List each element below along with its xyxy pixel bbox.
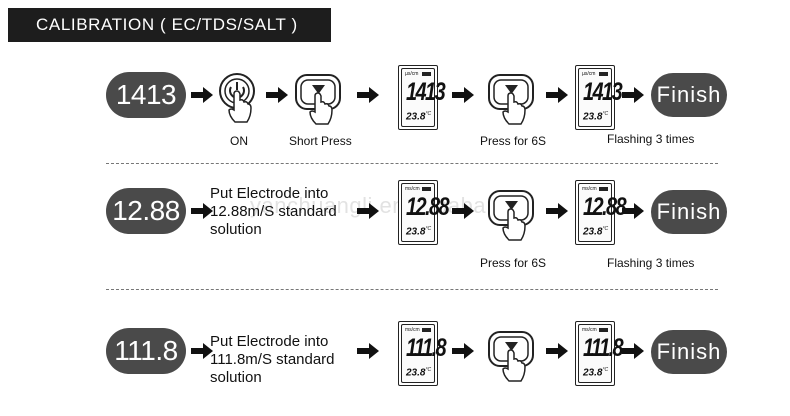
instruction-text: Put Electrode into 111.8m/S standard sol… [210,333,335,386]
arrow-icon [266,87,288,103]
lcd-screen: ms/cm 12.88 23.8°C [578,183,627,242]
unit-label: µs/cm [405,71,419,77]
arrow-icon [357,343,379,359]
temperature-reading: 23.8°C [583,366,609,378]
lcd-screen: µs/cm 1413 23.8°C [401,68,446,127]
battery-icon [599,328,608,332]
unit-label: ms/cm [582,327,597,333]
arrow-icon [191,87,213,103]
caption-short-press: Short Press [289,134,352,148]
arrow-icon [622,343,644,359]
lcd-reading: 12.88 [406,193,450,221]
lcd-meter: µs/cm 1413 23.8°C [575,65,623,130]
arrow-icon [452,343,474,359]
unit-label: ms/cm [405,186,420,192]
unit-label: ms/cm [582,186,597,192]
page-title: CALIBRATION ( EC/TDS/SALT ) [8,8,331,42]
menu-button-press [487,72,537,130]
battery-icon [599,72,608,76]
lcd-reading: 12.88 [583,193,627,221]
arrow-icon [622,87,644,103]
lcd-screen: ms/cm 111.8 23.8°C [401,324,447,383]
value-badge-1413: 1413 [106,72,186,118]
power-button-press [217,72,259,130]
lcd-meter: ms/cm 111.8 23.8°C [575,321,624,386]
unit-label: µs/cm [582,71,596,77]
divider [106,163,718,164]
menu-button-press [487,329,537,387]
lcd-screen: ms/cm 12.88 23.8°C [401,183,450,242]
instruction-text: Put Electrode into 12.88m/S standard sol… [210,185,337,238]
lcd-meter: ms/cm 111.8 23.8°C [398,321,447,386]
arrow-icon [357,203,379,219]
caption-on: ON [230,134,248,148]
lcd-reading: 1413 [406,78,446,106]
lcd-meter: ms/cm 12.88 23.8°C [398,180,450,245]
arrow-icon [191,203,213,219]
arrow-icon [546,343,568,359]
battery-icon [422,328,431,332]
arrow-icon [452,87,474,103]
finish-badge: Finish [651,330,727,374]
lcd-screen: µs/cm 1413 23.8°C [578,68,623,127]
temperature-reading: 23.8°C [406,110,432,122]
caption-press-6s: Press for 6S [480,134,547,148]
lcd-reading: 1413 [583,78,623,106]
unit-label: ms/cm [405,327,420,333]
caption-press-6s: Press for 6S [480,256,547,270]
arrow-icon [452,203,474,219]
lcd-reading: 111.8 [406,334,447,362]
caption-flashing: Flashing 3 times [607,132,695,146]
temperature-reading: 23.8°C [583,110,609,122]
battery-icon [422,72,431,76]
arrow-icon [191,343,213,359]
menu-button-press [487,188,537,246]
lcd-screen: ms/cm 111.8 23.8°C [578,324,624,383]
battery-icon [422,187,431,191]
lcd-meter: µs/cm 1413 23.8°C [398,65,446,130]
watermark: yanchuangli.en.alibaba.com [250,193,536,218]
temperature-reading: 23.8°C [406,366,432,378]
lcd-reading: 111.8 [583,334,624,362]
arrow-icon [357,87,379,103]
arrow-icon [546,87,568,103]
caption-flashing: Flashing 3 times [607,256,695,270]
temperature-reading: 23.8°C [583,225,609,237]
value-badge-12-88: 12.88 [106,188,186,234]
finish-badge: Finish [651,190,727,234]
battery-icon [599,187,608,191]
value-badge-111-8: 111.8 [106,328,186,374]
menu-button-press [294,72,344,130]
divider [106,289,718,290]
arrow-icon [622,203,644,219]
temperature-reading: 23.8°C [406,225,432,237]
arrow-icon [546,203,568,219]
finish-badge: Finish [651,73,727,117]
lcd-meter: ms/cm 12.88 23.8°C [575,180,627,245]
